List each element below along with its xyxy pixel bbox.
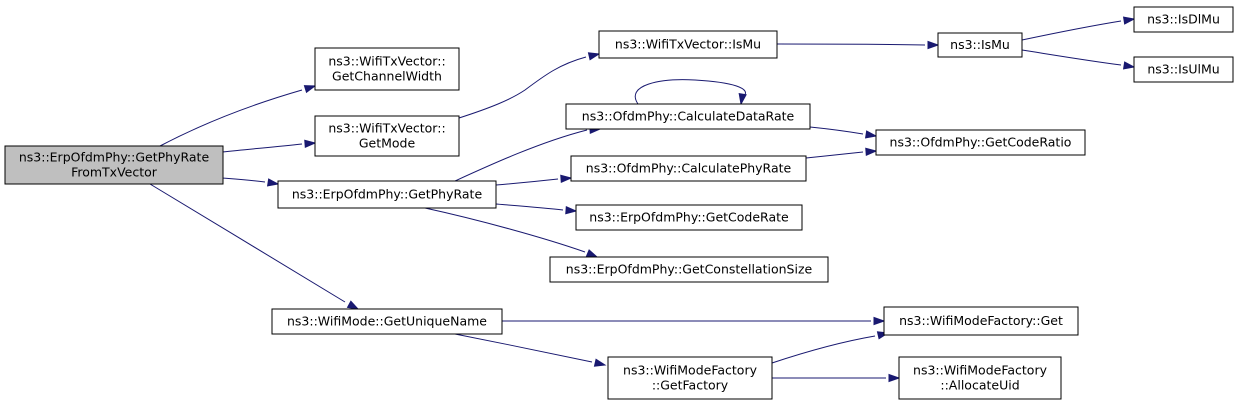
node-label: ns3::OfdmPhy::CalculateDataRate — [582, 109, 795, 124]
node-label: ns3::ErpOfdmPhy::GetPhyRate — [292, 187, 483, 202]
node-label: ns3::IsDlMu — [1147, 12, 1220, 27]
node-getcodeperate[interactable]: ns3::ErpOfdmPhy::GetCodeRate — [575, 204, 803, 231]
node-label: ns3::WifiTxVector::IsMu — [615, 37, 761, 52]
node-label: ns3::ErpOfdmPhy::GetCodeRate — [589, 210, 789, 225]
edge-erp_getphyrate-to-getcodeperate — [495, 203, 578, 215]
node-label: ns3::OfdmPhy::CalculatePhyRate — [586, 161, 792, 176]
arrowhead — [864, 130, 878, 139]
edge-erp_getphyrate-to-getconstellationsize — [424, 207, 599, 258]
edge-getuniquename-to-modefactory_get — [502, 316, 886, 326]
edge-getuniquename-to-getfactory — [454, 333, 607, 367]
edge-erp_getphyrate-to-calculatephyrate — [495, 174, 573, 186]
node-modefactory-get[interactable]: ns3::WifiModeFactory::Get — [883, 306, 1079, 336]
edge-root-to-getchannelwidth — [159, 85, 317, 147]
edge-ismu-to-isdlmu — [1021, 16, 1136, 41]
node-label: GetChannelWidth — [332, 69, 442, 84]
edge-ismu-to-isulmu — [1021, 49, 1136, 70]
node-label: ns3::WifiModeFactory — [623, 363, 758, 378]
node-label: ns3::WifiModeFactory::Get — [899, 313, 1063, 328]
edge-root-to-erp_getphyrate — [221, 177, 280, 187]
arrowhead — [927, 40, 940, 50]
node-label: ::AllocateUid — [940, 378, 1019, 393]
node-label: ns3::WifiMode::GetUniqueName — [287, 314, 487, 329]
arrowhead — [346, 300, 360, 310]
edge-root-to-getmode — [221, 139, 317, 153]
node-getmode[interactable]: ns3::WifiTxVector::GetMode — [314, 115, 460, 157]
edge-calculatedatarate-to-calculatedatarate — [634, 79, 747, 106]
node-allocateuid[interactable]: ns3::WifiModeFactory::AllocateUid — [898, 356, 1062, 400]
node-getconstellationsize[interactable]: ns3::ErpOfdmPhy::GetConstellationSize — [549, 256, 829, 283]
node-label: ns3::ErpOfdmPhy::GetPhyRate — [19, 150, 210, 165]
edge-txvector_ismu-to-ismu — [776, 40, 940, 50]
node-isdlmu[interactable]: ns3::IsDlMu — [1133, 6, 1234, 33]
node-getfactory[interactable]: ns3::WifiModeFactory::GetFactory — [607, 356, 773, 400]
node-label: ::GetFactory — [652, 378, 729, 393]
node-txvector-ismu[interactable]: ns3::WifiTxVector::IsMu — [598, 30, 778, 59]
arrowhead — [585, 249, 599, 258]
arrowhead — [888, 373, 901, 383]
edge-getfactory-to-allocateuid — [771, 373, 901, 383]
arrowhead — [304, 139, 317, 148]
node-isulmu[interactable]: ns3::IsUlMu — [1133, 56, 1234, 83]
edge-calculatephyrate-to-getcoderatio — [805, 147, 878, 159]
node-label: ns3::IsUlMu — [1147, 62, 1219, 77]
node-getuniquename[interactable]: ns3::WifiMode::GetUniqueName — [271, 308, 503, 335]
edge-calculatedatarate-to-getcoderatio — [809, 126, 878, 139]
node-getchannelwidth[interactable]: ns3::WifiTxVector::GetChannelWidth — [314, 47, 460, 91]
node-label: ns3::ErpOfdmPhy::GetConstellationSize — [566, 262, 813, 277]
arrowhead — [738, 92, 747, 106]
arrowhead — [560, 174, 573, 183]
node-getcoderatio[interactable]: ns3::OfdmPhy::GetCodeRatio — [875, 129, 1086, 156]
arrowhead — [266, 178, 280, 187]
node-label: ns3::WifiTxVector:: — [328, 54, 445, 69]
arrowhead — [873, 316, 886, 326]
arrowhead — [593, 358, 607, 367]
node-calculatephyrate[interactable]: ns3::OfdmPhy::CalculatePhyRate — [570, 155, 807, 182]
arrowhead — [865, 147, 878, 156]
arrowhead — [303, 85, 317, 94]
node-calculatedatarate[interactable]: ns3::OfdmPhy::CalculateDataRate — [565, 103, 811, 130]
arrowhead — [587, 52, 601, 61]
arrowhead — [1122, 61, 1136, 70]
node-label: ns3::OfdmPhy::GetCodeRatio — [890, 135, 1072, 150]
edge-root-to-getuniquename — [149, 183, 360, 310]
arrowhead — [1122, 16, 1136, 25]
node-erp-getphyrate[interactable]: ns3::ErpOfdmPhy::GetPhyRate — [277, 180, 497, 209]
arrowhead — [565, 206, 578, 215]
node-label: ns3::WifiTxVector:: — [328, 121, 445, 136]
node-label: FromTxVector — [71, 165, 158, 180]
node-label: ns3::WifiModeFactory — [913, 363, 1048, 378]
edge-getfactory-to-modefactory_get — [771, 331, 890, 364]
node-ismu[interactable]: ns3::IsMu — [937, 32, 1023, 58]
edge-getmode-to-txvector_ismu — [458, 52, 601, 119]
node-label: ns3::IsMu — [950, 37, 1010, 52]
node-label: GetMode — [359, 136, 416, 151]
